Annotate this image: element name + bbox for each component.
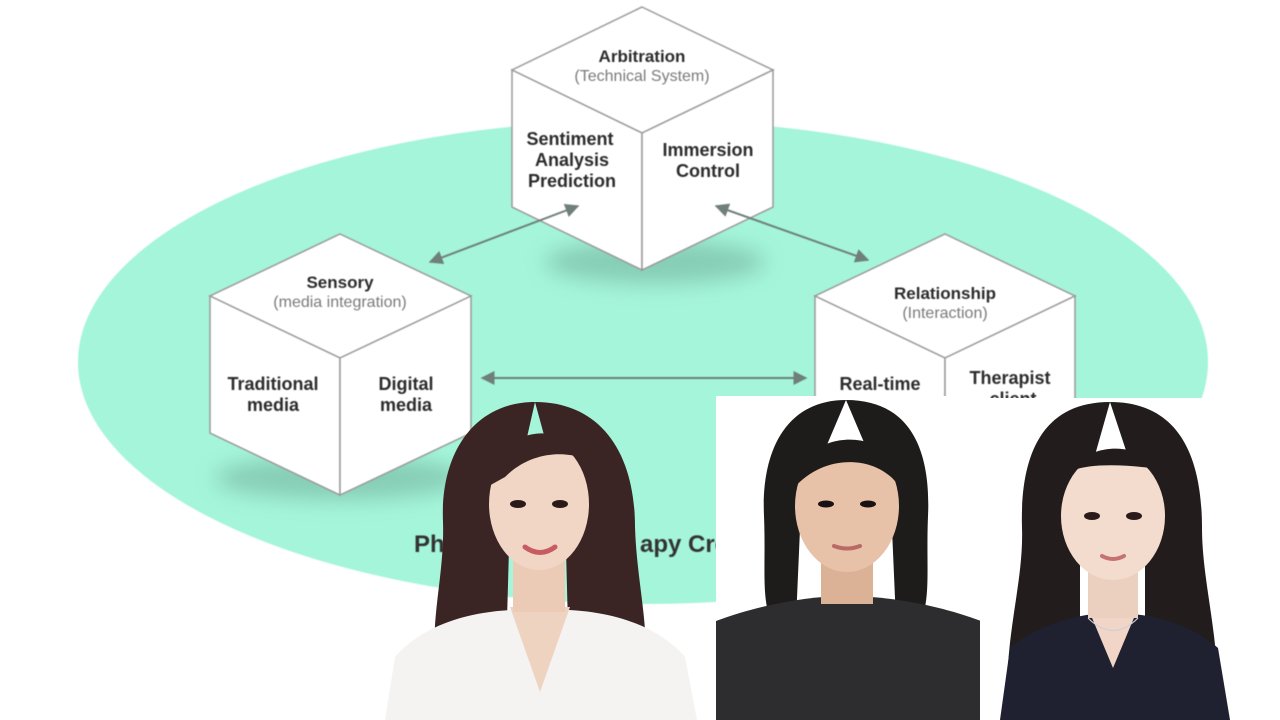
relationship-title: Relationship [894,284,996,303]
portrait-photo-3 [980,398,1248,720]
relationship-subtitle: (Interaction) [902,305,987,322]
sensory-title: Sensory [306,273,374,292]
arbitration-right-line-2: Control [676,161,740,181]
arbitration-right-line-1: Immersion [662,140,753,160]
arbitration-left-line-1: Sentiment [526,129,613,149]
arbitration-left-line-2: Analysis [535,150,609,170]
sensory-left-line-1: Traditional [227,374,318,394]
relationship-left-line-1: Real-time [839,374,920,394]
sensory-right-line-2: media [380,395,433,415]
portrait-photo-1 [385,392,705,720]
arrow-arbitration-relationship [714,203,870,263]
sensory-subtitle: (media integration) [273,294,406,311]
arrow-arbitration-sensory [428,203,580,265]
sensory-left-line-2: media [247,395,300,415]
relationship-right-line-1: Therapist [969,368,1050,388]
arbitration-left-line-3: Prediction [528,171,616,191]
portrait-photo-2 [716,396,981,720]
arbitration-title: Arbitration [599,47,686,66]
arbitration-subtitle: (Technical System) [574,68,709,85]
sensory-right-line-1: Digital [378,374,433,394]
cube-sensory: Sensory (media integration) Traditional … [208,233,473,497]
